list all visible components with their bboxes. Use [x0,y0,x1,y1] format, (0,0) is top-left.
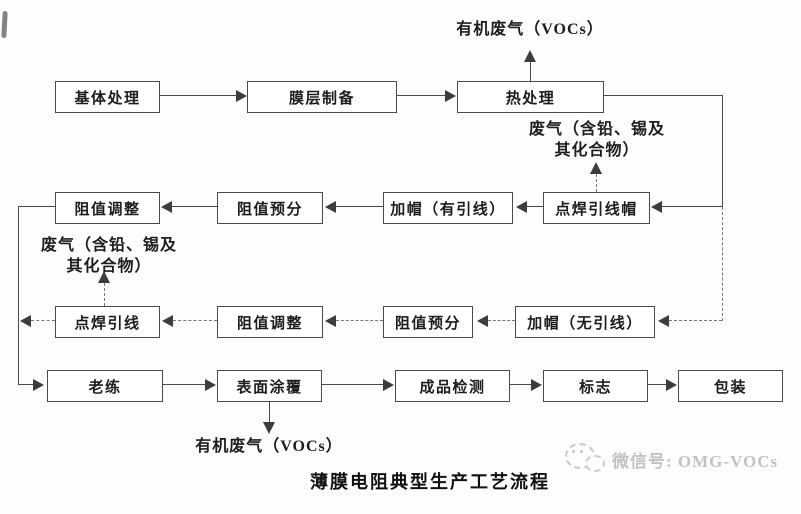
node-label: 点焊引线 [74,315,141,332]
flow-line [661,206,722,207]
node-label: 膜层制备 [288,90,355,107]
wechat-eye-dot [580,450,583,453]
node-label: 阻值调整 [236,315,303,332]
node-label: 加帽（有引线） [390,201,506,218]
arrowhead-right [666,379,677,391]
node-product-inspection: 成品检测 [395,370,510,402]
arrowhead-right [33,379,44,391]
node-substrate-treatment: 基体处理 [55,81,160,113]
flow-line [322,384,384,385]
emission-lead-right-line2: 其化合物） [554,142,640,159]
arrowhead-up [524,50,536,62]
node-capping-with-lead: 加帽（有引线） [383,192,513,224]
node-resistance-adjust-1: 阻值调整 [55,192,160,224]
arrowhead-left [20,315,31,327]
node-spot-weld-lead-cap: 点焊引线帽 [543,192,650,224]
flow-line [18,206,55,207]
node-label: 阻值预分 [394,315,461,332]
flow-line-dashed [488,320,515,321]
flow-line [18,207,19,385]
flow-line [160,95,237,96]
flow-line [336,206,383,207]
node-resistance-presort-1: 阻值预分 [217,192,323,224]
node-label: 成品检测 [419,379,486,396]
arrowhead-up [590,162,602,174]
flow-line [527,206,543,207]
arrowhead-right [236,90,247,102]
flow-line [722,95,723,207]
flow-line-dashed [336,320,383,321]
arrowhead-left [658,315,669,327]
node-label: 基体处理 [74,90,141,107]
flow-line-dashed [31,320,55,321]
arrowhead-right [445,90,456,102]
emission-voc-bottom: 有机废气（VOCs） [195,438,343,455]
node-label: 标志 [578,379,612,396]
flow-line [510,384,532,385]
flow-line-dashed [173,320,217,321]
flow-line [604,95,722,96]
flow-line [648,384,667,385]
arrowhead-left [162,315,173,327]
node-heat-treatment: 热处理 [457,81,604,113]
flow-line-dashed [669,320,722,321]
node-film-preparation: 膜层制备 [247,81,397,113]
emission-lead-left: 废气（含铅、锡及 其化合物） [20,235,198,277]
node-spot-weld-lead: 点焊引线 [55,306,160,338]
node-label: 老练 [88,379,122,396]
arrowhead-left [325,315,336,327]
wechat-eye-dot [572,450,575,453]
node-label: 阻值调整 [74,201,141,218]
arrowhead-left [325,201,336,213]
arrowhead-left [516,201,527,213]
emission-lead-right-line1: 废气（含铅、锡及 [528,121,665,138]
flow-line [269,402,270,422]
node-packaging: 包装 [678,370,783,402]
node-label: 加帽（无引线） [527,315,643,332]
wechat-icon [563,441,609,477]
flow-line-dashed [722,207,723,321]
node-label: 阻值预分 [236,201,303,218]
flow-line [397,95,446,96]
node-resistance-adjust-2: 阻值调整 [217,306,323,338]
diagram-title: 薄膜电阻典型生产工艺流程 [310,472,550,492]
flow-line [530,62,531,81]
arrowhead-left [651,201,662,213]
flow-line [163,384,206,385]
emission-lead-right: 废气（含铅、锡及 其化合物） [507,119,687,161]
flow-line [172,206,217,207]
arrowhead-right [383,379,394,391]
flow-line-dashed [104,283,105,306]
scan-artifact [1,10,8,39]
emission-voc-top: 有机废气（VOCs） [456,21,604,38]
node-resistance-presort-2: 阻值预分 [383,306,473,338]
wechat-bubble-small [585,455,605,472]
flow-line-dashed [596,174,597,192]
arrowhead-down [263,422,275,434]
node-surface-coating: 表面涂覆 [217,370,322,402]
watermark-label: 微信号: OMG-VOCs [612,452,779,471]
node-label: 包装 [713,379,747,396]
node-aging: 老练 [47,370,163,402]
node-label: 热处理 [505,90,556,107]
arrowhead-up [98,271,110,283]
arrowhead-right [205,379,216,391]
arrowhead-right [531,379,542,391]
emission-lead-left-line1: 废气（含铅、锡及 [40,237,177,254]
node-marking: 标志 [543,370,648,402]
emission-lead-left-line2: 其化合物） [66,258,152,275]
node-label: 点焊引线帽 [555,201,638,218]
arrowhead-left [161,201,172,213]
node-label: 表面涂覆 [236,379,303,396]
flow-line [18,384,34,385]
arrowhead-left [477,315,488,327]
node-capping-no-lead: 加帽（无引线） [515,306,655,338]
